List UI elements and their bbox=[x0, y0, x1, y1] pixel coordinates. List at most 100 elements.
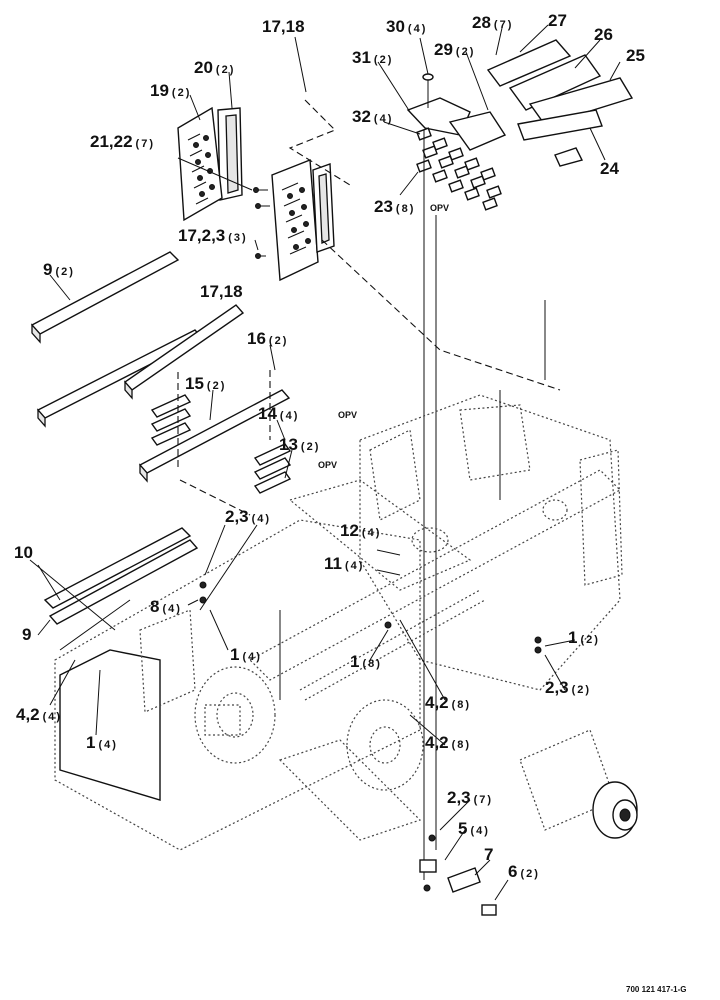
callout-25: 25 bbox=[626, 46, 645, 65]
plate-25 bbox=[528, 77, 634, 126]
svg-text:2,3(4): 2,3(4) bbox=[225, 507, 271, 526]
callout-10: 10 bbox=[14, 543, 33, 562]
svg-text:OPV: OPV bbox=[338, 410, 357, 420]
callout-14: 14(4) OPV bbox=[258, 404, 357, 423]
spacers-15 bbox=[150, 394, 192, 446]
leader-vertical bbox=[423, 130, 437, 880]
callout-21-22: 21,22(7) bbox=[90, 132, 155, 151]
svg-text:5(4): 5(4) bbox=[458, 819, 490, 838]
plate-26 bbox=[508, 54, 602, 111]
svg-text:11(4): 11(4) bbox=[324, 554, 364, 573]
svg-text:8(4): 8(4) bbox=[150, 597, 182, 616]
drive-hub bbox=[519, 729, 638, 839]
svg-text:OPV: OPV bbox=[430, 203, 449, 213]
callout-17-18-top: 17,18 bbox=[262, 17, 305, 36]
callout-31: 31(2) bbox=[352, 48, 393, 67]
callout-12: 12(4) bbox=[340, 521, 381, 540]
svg-text:29(2): 29(2) bbox=[434, 40, 475, 59]
callout-7: 7 bbox=[484, 845, 493, 864]
svg-text:26: 26 bbox=[594, 25, 613, 44]
svg-text:2,3(7): 2,3(7) bbox=[447, 788, 493, 807]
bar-15 bbox=[138, 389, 291, 483]
callout-15: 15(2) bbox=[185, 374, 226, 393]
callout-17-2-3: 17,2,3(3) bbox=[178, 226, 248, 245]
svg-text:4,2(8): 4,2(8) bbox=[425, 693, 471, 712]
callout-1-low: 1(4) bbox=[86, 733, 118, 752]
svg-text:1(4): 1(4) bbox=[230, 645, 262, 664]
svg-text:21,22(7): 21,22(7) bbox=[90, 132, 155, 151]
bar-long-2 bbox=[123, 304, 245, 400]
callout-16: 16(2) bbox=[247, 329, 288, 348]
svg-text:31(2): 31(2) bbox=[352, 48, 393, 67]
callout-4-2-low: 4,2(8) bbox=[425, 733, 471, 752]
svg-text:19(2): 19(2) bbox=[150, 81, 191, 100]
callout-32: 32(4) bbox=[352, 107, 393, 126]
svg-text:24: 24 bbox=[600, 159, 619, 178]
leader-dash bbox=[288, 99, 561, 391]
callout-20: 20(2) bbox=[194, 58, 235, 77]
bar-9-top bbox=[30, 251, 180, 344]
callout-5: 5(4) bbox=[458, 819, 490, 838]
svg-text:1(8): 1(8) bbox=[350, 652, 382, 671]
callout-13: 13(2)OPV bbox=[279, 435, 337, 470]
shield-19 bbox=[177, 106, 223, 222]
svg-text:17,18: 17,18 bbox=[262, 17, 305, 36]
callout-17-18-mid: 17,18 bbox=[200, 282, 243, 301]
callout-2-3-top: 2,3(4) bbox=[225, 507, 271, 526]
spacers-14 bbox=[253, 443, 292, 494]
callout-1-8: 1(8) bbox=[350, 652, 382, 671]
svg-text:30(4): 30(4) bbox=[386, 17, 427, 36]
callout-9-top: 9(2) bbox=[43, 260, 75, 279]
plate-27 bbox=[486, 39, 572, 87]
svg-text:9: 9 bbox=[22, 625, 31, 644]
svg-text:4,2(4): 4,2(4) bbox=[16, 705, 62, 724]
svg-text:9(2): 9(2) bbox=[43, 260, 75, 279]
callout-9-low: 9 bbox=[22, 625, 31, 644]
callout-2-3-right: 2,3(2) bbox=[545, 678, 591, 697]
leader-dash-3 bbox=[29, 300, 546, 700]
bolt bbox=[256, 189, 270, 257]
svg-text:7: 7 bbox=[484, 845, 493, 864]
callout-28: 28(7) bbox=[472, 13, 513, 32]
callout-24: 24 bbox=[600, 159, 619, 178]
svg-text:4,2(8): 4,2(8) bbox=[425, 733, 471, 752]
callout-6: 6(2) bbox=[508, 862, 538, 881]
shield-front bbox=[271, 159, 319, 282]
callout-26: 26 bbox=[594, 25, 613, 44]
svg-text:23(8): 23(8) bbox=[374, 197, 415, 216]
callout-1-right: 1(2) bbox=[568, 628, 600, 647]
shield-20 bbox=[217, 107, 243, 201]
bars-10-9 bbox=[43, 527, 199, 625]
bar-long-1 bbox=[36, 329, 204, 428]
svg-text:1(4): 1(4) bbox=[86, 733, 118, 752]
svg-text:1(2): 1(2) bbox=[568, 628, 600, 647]
svg-text:17,2,3(3): 17,2,3(3) bbox=[178, 226, 248, 245]
plate-24 bbox=[517, 109, 603, 167]
callout-30: 30(4) bbox=[386, 17, 427, 36]
auger-shaft bbox=[278, 589, 486, 841]
callout-23: 23(8) OPV bbox=[374, 197, 449, 216]
svg-text:10: 10 bbox=[14, 543, 33, 562]
callout-2-3-bottom: 2,3(7) bbox=[447, 788, 493, 807]
callout-29: 29(2) bbox=[434, 40, 475, 59]
frame-right bbox=[359, 394, 623, 691]
svg-text:28(7): 28(7) bbox=[472, 13, 513, 32]
callout-leaders bbox=[37, 24, 621, 901]
svg-text:13(2): 13(2) bbox=[279, 435, 320, 454]
svg-text:16(2): 16(2) bbox=[247, 329, 288, 348]
mount-plate-31 bbox=[406, 73, 507, 151]
svg-text:20(2): 20(2) bbox=[194, 58, 235, 77]
svg-text:32(4): 32(4) bbox=[352, 107, 393, 126]
callout-1-mid: 1(4) bbox=[230, 645, 262, 664]
callout-19: 19(2) bbox=[150, 81, 191, 100]
svg-text:12(4): 12(4) bbox=[340, 521, 381, 540]
hardware-lower bbox=[199, 581, 542, 916]
leader-dash-2 bbox=[177, 370, 271, 516]
pads-23 bbox=[416, 127, 502, 211]
svg-text:2,3(2): 2,3(2) bbox=[545, 678, 591, 697]
svg-text:14(4): 14(4) bbox=[258, 404, 299, 423]
callout-4-2-mid: 4,2(8) bbox=[425, 693, 471, 712]
svg-text:17,18: 17,18 bbox=[200, 282, 243, 301]
svg-text:15(2): 15(2) bbox=[185, 374, 226, 393]
